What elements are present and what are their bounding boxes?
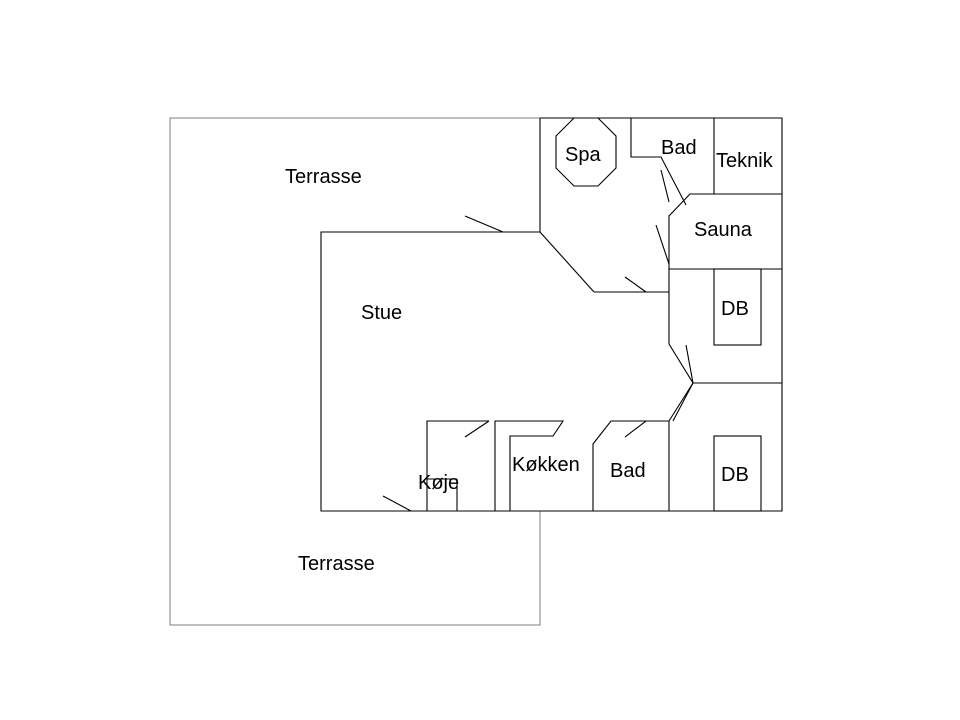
corridor-wall <box>668 269 782 384</box>
door-swing <box>660 169 670 203</box>
label-bath-bottom: Bad <box>610 460 646 482</box>
door-swing <box>464 420 490 438</box>
label-spa: Spa <box>565 144 601 166</box>
door-swing <box>624 420 647 438</box>
door-swing <box>672 382 694 422</box>
label-terrace-bottom: Terrasse <box>298 553 375 575</box>
label-bed-top: DB <box>721 298 749 320</box>
label-terrace-top: Terrasse <box>285 166 362 188</box>
door-swing <box>464 215 504 233</box>
door-swing <box>382 495 412 512</box>
bed-top-outline <box>713 268 762 346</box>
label-sauna: Sauna <box>694 219 753 241</box>
label-bed-bottom: DB <box>721 464 749 486</box>
spa-tub-outline <box>555 117 617 187</box>
label-technical: Teknik <box>716 150 774 172</box>
door-swing <box>624 276 647 293</box>
bunk-wall <box>426 420 489 511</box>
label-bunk: Køje <box>418 472 459 494</box>
spa-wall <box>539 231 595 293</box>
terrace-outline <box>169 117 541 626</box>
bedroom-wall <box>668 382 694 422</box>
label-kitchen: Køkken <box>512 454 580 476</box>
door-swing <box>655 224 670 265</box>
label-living: Stue <box>361 302 402 324</box>
sauna-outline <box>668 193 782 270</box>
kitchen-wall <box>494 420 565 511</box>
label-bath-top: Bad <box>661 137 697 159</box>
bath-top-wall <box>630 118 687 206</box>
bath-bottom-wall <box>592 420 669 511</box>
door-swing <box>685 344 694 384</box>
bed-bottom-outline <box>713 435 762 512</box>
